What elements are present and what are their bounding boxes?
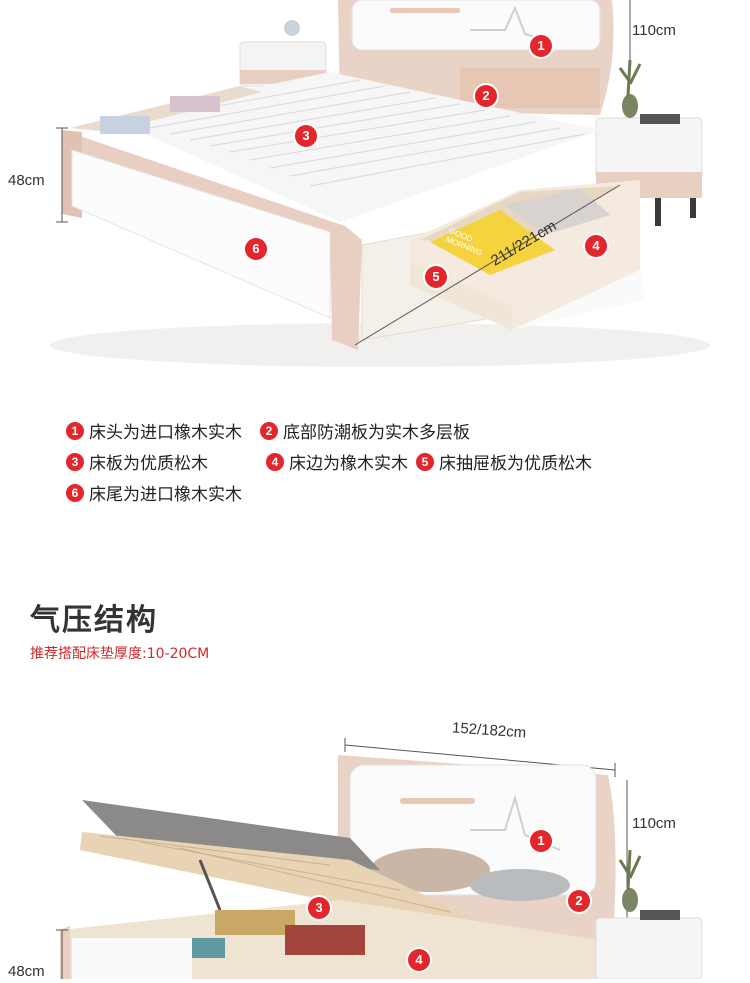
bottom-product-figure: 152/182cm 110cm 48cm 1 2 3 4 — [0, 700, 750, 980]
legend-row-3: 6 床尾为进口橡木实木 — [66, 480, 242, 505]
bed-illustration-bottom — [56, 738, 703, 980]
bottom-height-dimension-label: 110cm — [632, 815, 676, 832]
height-dimension-label: 110cm — [632, 22, 676, 39]
side-height-dimension-label: 48cm — [8, 172, 45, 189]
section-title: 气压结构 — [30, 603, 158, 638]
badge-1: 1 — [530, 35, 552, 57]
bottom-badge-1: 1 — [530, 830, 552, 852]
legend-row-1: 1 床头为进口橡木实木 2 底部防潮板为实木多层板 — [66, 418, 470, 443]
legend-text-4: 床边为橡木实木 — [289, 454, 408, 474]
badge-6: 6 — [245, 238, 267, 260]
badge-5: 5 — [425, 266, 447, 288]
legend-badge-2: 2 — [260, 421, 278, 440]
bottom-side-height-label: 48cm — [8, 963, 45, 980]
bottom-badge-2: 2 — [568, 890, 590, 912]
badge-2: 2 — [475, 85, 497, 107]
legend-text-6: 床尾为进口橡木实木 — [89, 485, 242, 505]
legend-badge-4: 4 — [266, 452, 284, 471]
legend-badge-6: 6 — [66, 483, 84, 502]
legend-text-3: 床板为优质松木 — [89, 454, 208, 474]
legend-badge-3: 3 — [66, 452, 84, 471]
section-subtitle: 推荐搭配床垫厚度:10-20CM — [30, 646, 210, 662]
badge-3: 3 — [295, 125, 317, 147]
legend-row-2: 3 床板为优质松木 4 床边为橡木实木 5 床抽屉板为优质松木 — [66, 449, 592, 474]
legend-text-2: 底部防潮板为实木多层板 — [283, 423, 470, 443]
legend-badge-5: 5 — [416, 452, 434, 471]
bottom-badge-4: 4 — [408, 949, 430, 971]
bottom-badge-3: 3 — [308, 897, 330, 919]
top-product-figure: 110cm 48cm 211/221cm GOOD MORNING 1 2 3 … — [0, 0, 750, 380]
badge-4: 4 — [585, 235, 607, 257]
legend-text-5: 床抽屉板为优质松木 — [439, 454, 592, 474]
legend-text-1: 床头为进口橡木实木 — [89, 423, 242, 443]
bed-illustration-top — [50, 0, 710, 367]
legend-badge-1: 1 — [66, 421, 84, 440]
